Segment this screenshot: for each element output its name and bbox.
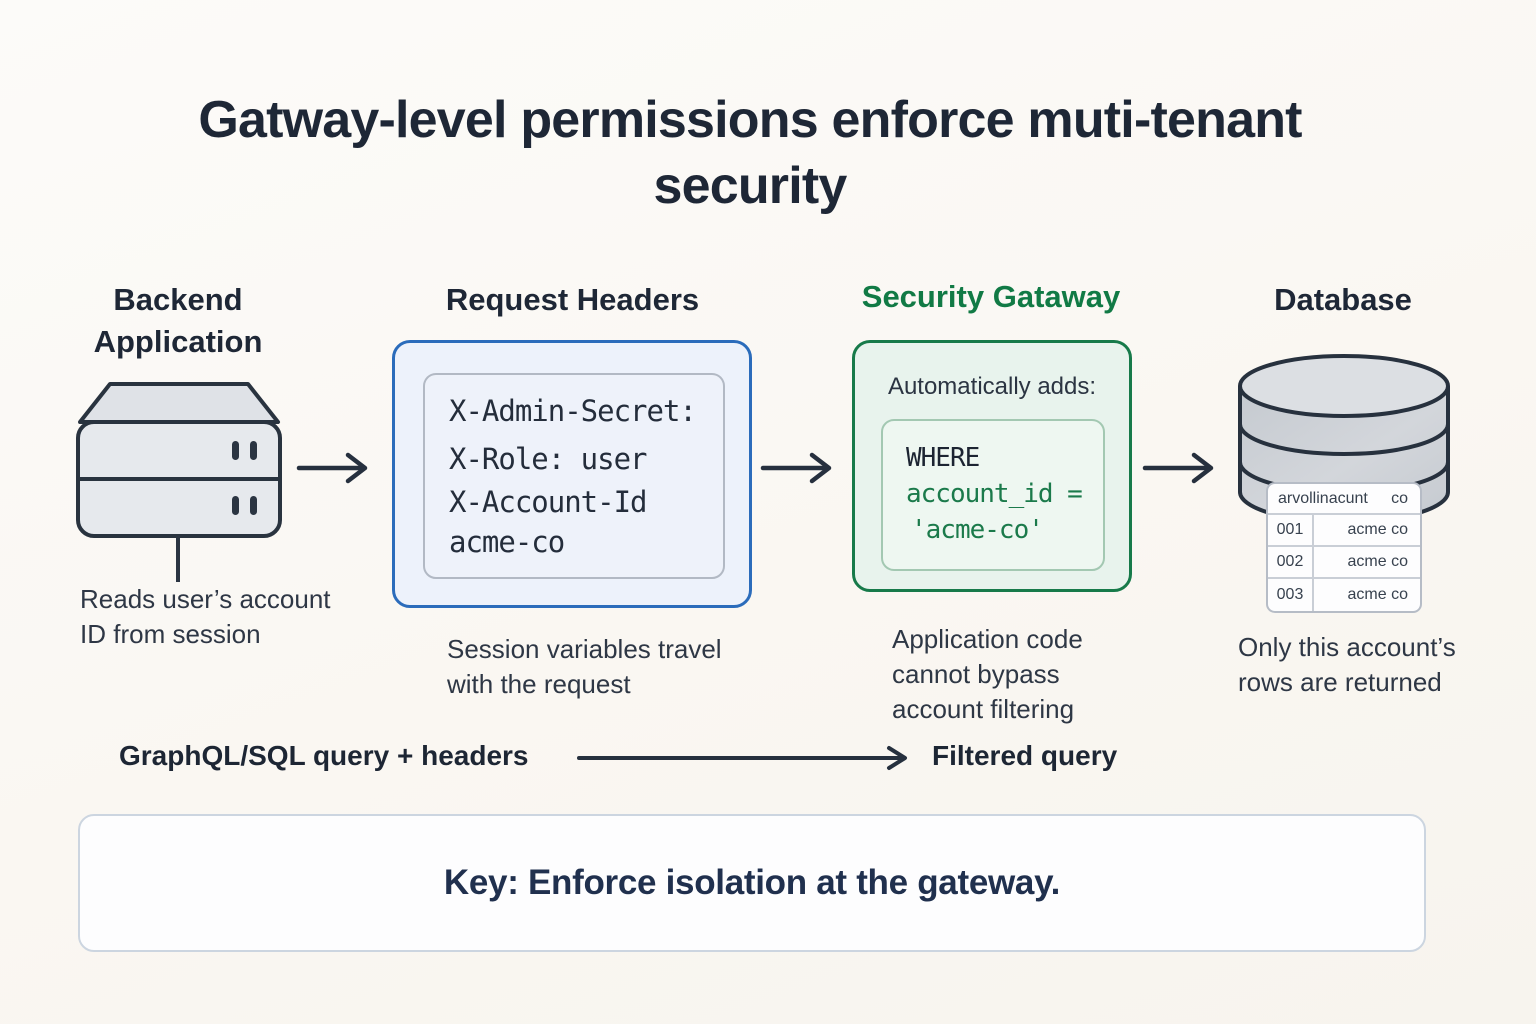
request-headers-caption: Session variables travel with the reques… — [447, 634, 722, 700]
request-headers-label: Request Headers — [445, 282, 700, 317]
header-line: acme-co — [449, 525, 565, 559]
gateway-intro-text: Automatically adds: — [887, 373, 1097, 400]
request-headers-box: X-Admin-Secret: X-Role: user X-Account-I… — [392, 340, 752, 608]
arrow-backend-to-headers-icon — [296, 452, 368, 484]
row-value-cell: acme co — [1347, 521, 1408, 538]
key-message-box: Key: Enforce isolation at the gateway. — [78, 814, 1426, 952]
gateway-code-block: WHERE account_id = 'acme-co' — [881, 419, 1105, 571]
database-caption: Only this account’s rows are returned — [1238, 632, 1456, 698]
table-header-left: arvollinacunt — [1278, 489, 1368, 507]
sql-filter-value: 'acme-co' — [911, 515, 1044, 545]
database-label: Database — [1274, 282, 1412, 317]
database-table-header: arvollinacunt co — [1268, 484, 1420, 515]
backend-application-label: Backend Application — [93, 282, 263, 359]
database-table: arvollinacunt co 001 acme co 002 acme co… — [1266, 482, 1422, 613]
arrow-gateway-to-database-icon — [1142, 452, 1214, 484]
flow-source-label: GraphQL/SQL query + headers — [119, 740, 529, 771]
table-row: 003 acme co — [1268, 579, 1420, 611]
flow-arrow-icon — [577, 746, 907, 770]
row-id-cell: 002 — [1268, 547, 1314, 577]
sql-keyword: WHERE — [906, 443, 980, 473]
request-headers-code-block: X-Admin-Secret: X-Role: user X-Account-I… — [423, 373, 725, 579]
arrow-headers-to-gateway-icon — [760, 452, 832, 484]
security-gateway-caption: Application code cannot bypass account f… — [892, 624, 1083, 725]
row-value-cell: acme co — [1347, 586, 1408, 603]
table-row: 002 acme co — [1268, 547, 1420, 579]
header-line: X-Admin-Secret: — [449, 394, 697, 428]
key-message-text: Key: Enforce isolation at the gateway. — [443, 863, 1061, 902]
security-gateway-label: Security Gataway — [861, 279, 1121, 314]
page-title: Gatway-level permissions enforce muti-te… — [198, 91, 1302, 215]
sql-filter-line: account_id = — [906, 479, 1083, 509]
backend-caption: Reads user’s account ID from session — [80, 584, 331, 650]
security-gateway-box: Automatically adds: WHERE account_id = '… — [852, 340, 1132, 592]
header-line: X-Role: user — [449, 442, 648, 476]
header-line: X-Account-Id — [449, 485, 648, 519]
row-id-cell: 001 — [1268, 515, 1314, 545]
row-id-cell: 003 — [1268, 579, 1314, 611]
server-icon — [76, 382, 282, 582]
flow-result-label: Filtered query — [932, 740, 1118, 771]
table-row: 001 acme co — [1268, 515, 1420, 547]
table-header-right: co — [1391, 489, 1408, 507]
row-value-cell: acme co — [1347, 553, 1408, 570]
